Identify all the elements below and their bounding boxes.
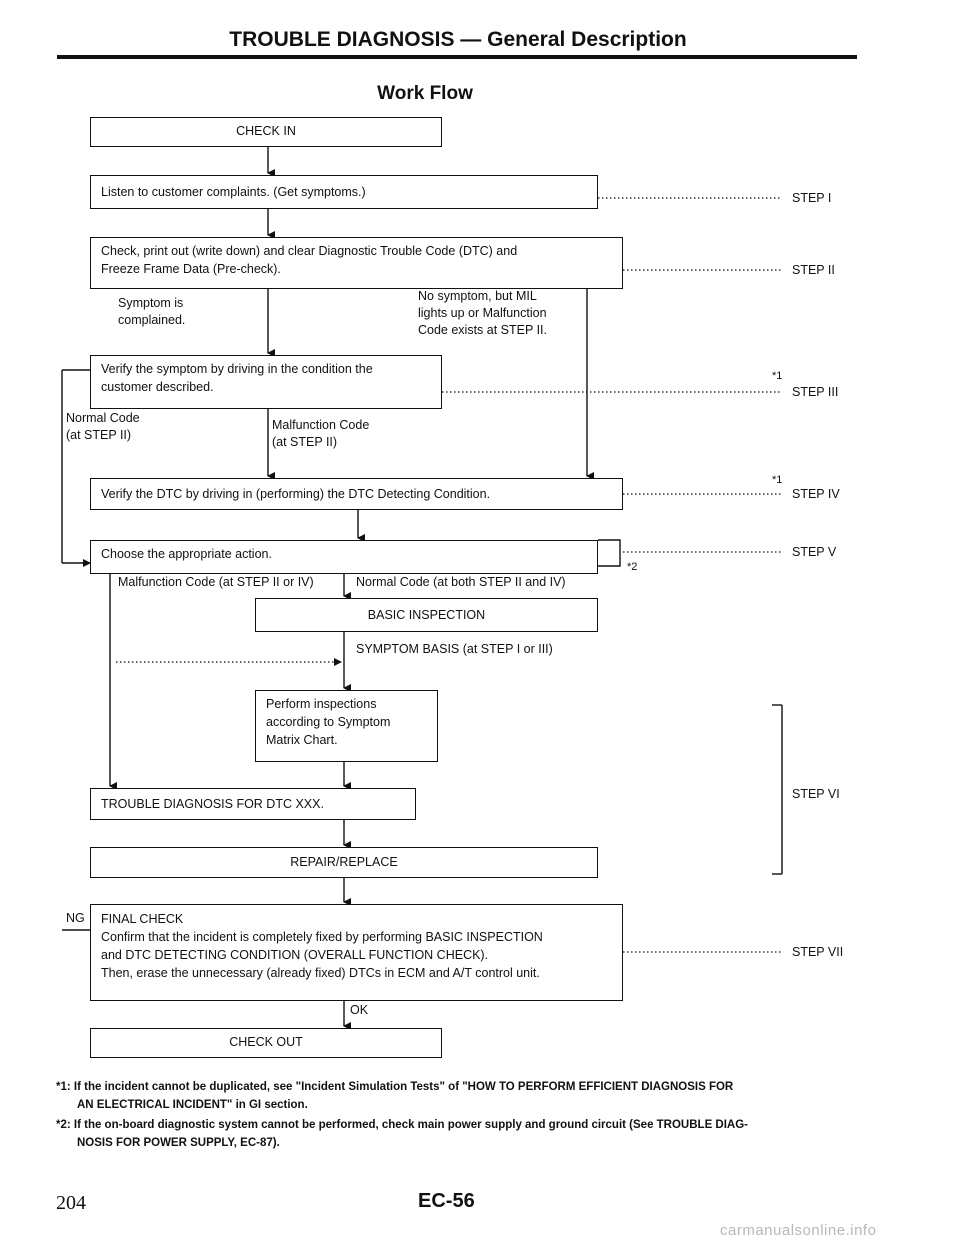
normal-branch-label: Normal Code (at both STEP II and IV): [356, 575, 566, 589]
perform-line-1: Perform inspections: [266, 697, 377, 711]
repair-replace-text: REPAIR/REPLACE: [290, 855, 398, 869]
final-check-box: FINAL CHECK Confirm that the incident is…: [90, 904, 623, 1001]
no-symptom-line-1: No symptom, but MIL: [418, 289, 537, 303]
normal-code-line-2: (at STEP II): [66, 428, 132, 442]
step-iii-label: STEP III: [792, 385, 839, 399]
symptom-label-line-2: complained.: [118, 313, 186, 327]
step-i-label: STEP I: [792, 191, 832, 205]
trouble-dtc-box: TROUBLE DIAGNOSIS FOR DTC XXX.: [90, 788, 416, 820]
final-check-line-3: and DTC DETECTING CONDITION (OVERALL FUN…: [101, 948, 489, 962]
page-code: EC-56: [418, 1190, 475, 1212]
listen-box: Listen to customer complaints. (Get symp…: [90, 175, 598, 209]
verify-symptom-line-1: Verify the symptom by driving in the con…: [101, 362, 373, 376]
perform-line-3: Matrix Chart.: [266, 733, 338, 747]
symptom-label: Symptom is complained.: [118, 295, 185, 329]
note-mark-step-iii: *1: [772, 370, 783, 382]
malfunction-branch-label: Malfunction Code (at STEP II or IV): [118, 575, 314, 589]
final-check-line-4: Then, erase the unnecessary (already fix…: [101, 966, 540, 980]
page-number: 204: [56, 1192, 86, 1214]
verify-symptom-box: Verify the symptom by driving in the con…: [90, 355, 442, 409]
trouble-dtc-text: TROUBLE DIAGNOSIS FOR DTC XXX.: [101, 797, 324, 811]
step-vii-label: STEP VII: [792, 945, 844, 959]
normal-code-label: Normal Code (at STEP II): [66, 410, 140, 444]
ng-label: NG: [66, 911, 85, 925]
normal-code-line-1: Normal Code: [66, 411, 140, 425]
title-rule: [57, 55, 857, 59]
step-v-label: STEP V: [792, 545, 837, 559]
malfunction-code-line-1: Malfunction Code: [272, 418, 370, 432]
step-ii-label: STEP II: [792, 263, 835, 277]
symptom-basis-label: SYMPTOM BASIS (at STEP I or III): [356, 642, 553, 656]
watermark: carmanualsonline.info: [720, 1222, 877, 1239]
basic-inspection-box: BASIC INSPECTION: [255, 598, 598, 632]
choose-action-text: Choose the appropriate action.: [101, 547, 272, 561]
ok-label: OK: [350, 1003, 369, 1017]
check-out-box: CHECK OUT: [90, 1028, 442, 1058]
final-check-line-2: Confirm that the incident is completely …: [101, 930, 543, 944]
verify-dtc-text: Verify the DTC by driving in (performing…: [101, 487, 491, 501]
check-out-text: CHECK OUT: [229, 1035, 303, 1049]
footnote-1a: *1: If the incident cannot be duplicated…: [56, 1081, 734, 1093]
note-mark-step-iv: *1: [772, 474, 783, 486]
symptom-label-line-1: Symptom is: [118, 296, 184, 310]
arrowhead-symptom-basis: [334, 658, 342, 666]
check-print-box: Check, print out (write down) and clear …: [90, 237, 623, 289]
step-vi-label: STEP VI: [792, 787, 840, 801]
choose-action-box: Choose the appropriate action.: [90, 540, 598, 574]
no-symptom-line-3: Code exists at STEP II.: [418, 323, 547, 337]
malfunction-code-line-2: (at STEP II): [272, 435, 338, 449]
page-title: TROUBLE DIAGNOSIS — General Description: [229, 28, 687, 51]
listen-text: Listen to customer complaints. (Get symp…: [101, 185, 366, 199]
repair-replace-box: REPAIR/REPLACE: [90, 847, 598, 878]
step-v-bracket: [598, 539, 621, 567]
final-check-line-1: FINAL CHECK: [101, 912, 184, 926]
basic-inspection-text: BASIC INSPECTION: [367, 608, 486, 622]
verify-symptom-line-2: customer described.: [101, 380, 214, 394]
step-iv-label: STEP IV: [792, 487, 840, 501]
check-print-line-1: Check, print out (write down) and clear …: [101, 244, 518, 258]
note-mark-step-v: *2: [627, 561, 638, 573]
check-print-line-2: Freeze Frame Data (Pre-check).: [101, 262, 281, 276]
check-in-box: CHECK IN: [90, 117, 442, 147]
no-symptom-label: No symptom, but MIL lights up or Malfunc…: [418, 288, 547, 339]
perform-inspections-box: Perform inspections according to Symptom…: [255, 690, 438, 762]
work-flow-title: Work Flow: [377, 83, 473, 104]
malfunction-code-label: Malfunction Code (at STEP II): [272, 417, 369, 451]
footnote-2b: NOSIS FOR POWER SUPPLY, EC-87).: [77, 1137, 280, 1149]
check-in-text: CHECK IN: [236, 124, 296, 138]
footnote-2a: *2: If the on-board diagnostic system ca…: [56, 1119, 749, 1131]
perform-line-2: according to Symptom: [266, 715, 391, 729]
verify-dtc-box: Verify the DTC by driving in (performing…: [90, 478, 623, 510]
no-symptom-line-2: lights up or Malfunction: [418, 306, 547, 320]
footnote-1b: AN ELECTRICAL INCIDENT" in GI section.: [77, 1099, 308, 1111]
